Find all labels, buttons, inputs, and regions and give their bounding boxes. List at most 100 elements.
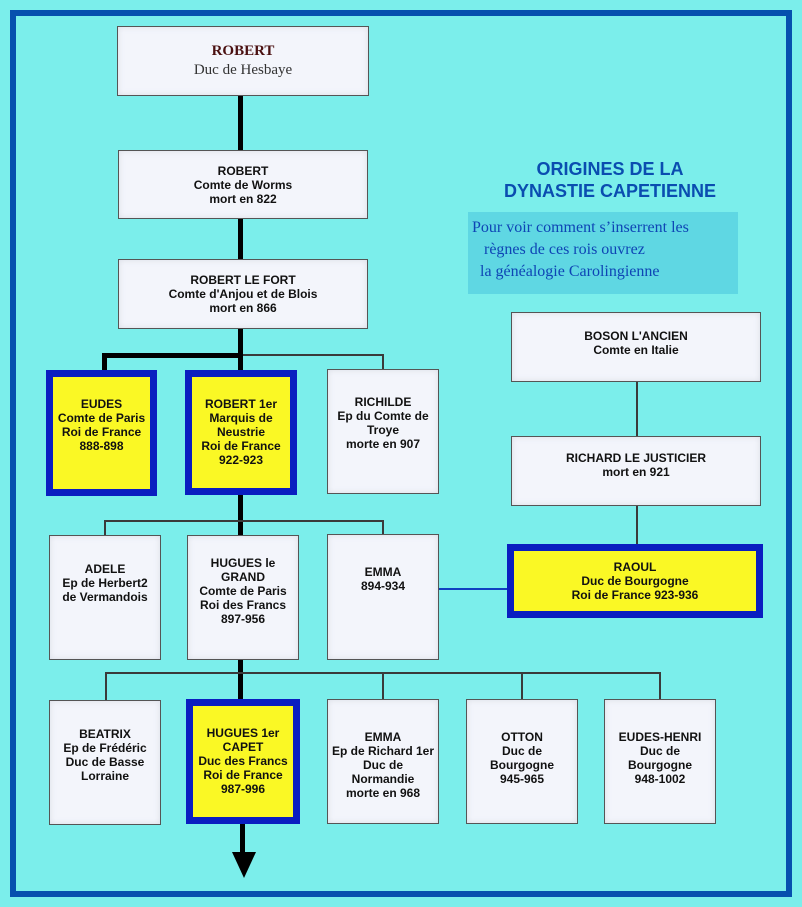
person-name: ROBERT — [217, 163, 269, 178]
person-detail: Lorraine — [80, 769, 129, 783]
person-detail: Bourgogne — [490, 758, 554, 772]
connector-line — [382, 354, 384, 371]
person-detail: 922-923 — [218, 453, 264, 467]
person-eudes: EUDES Comte de Paris Roi de France 888-8… — [46, 370, 157, 496]
person-name: ROBERT LE FORT — [190, 273, 296, 287]
person-robert-1er: ROBERT 1er Marquis de Neustrie Roi de Fr… — [185, 370, 297, 495]
connector-line — [636, 381, 638, 437]
person-detail: Comte de Paris — [199, 584, 287, 598]
person-name: BEATRIX — [79, 727, 131, 741]
trunk-branch-line — [102, 353, 107, 372]
person-robert-worms: ROBERT Comte de Worms mort en 822 — [118, 150, 368, 219]
carolingian-genealogy-link[interactable]: Pour voir comment s’inserrent les règnes… — [468, 212, 738, 294]
person-name: RICHARD LE JUSTICIER — [565, 451, 706, 465]
title-line-2: DYNASTIE CAPETIENNE — [503, 181, 717, 201]
person-detail: Roi de France — [61, 425, 142, 439]
person-detail: Neustrie — [216, 425, 266, 439]
person-emma-normandie: EMMA Ep de Richard 1er Duc de Normandie … — [327, 699, 439, 824]
person-otton: OTTON Duc de Bourgogne 945-965 — [466, 699, 578, 824]
person-detail: Comte de Paris — [57, 411, 146, 425]
person-eudes-henri: EUDES-HENRI Duc de Bourgogne 948-1002 — [604, 699, 716, 824]
person-detail: mort en 866 — [209, 301, 277, 315]
person-detail: Duc de Hesbaye — [193, 62, 293, 78]
person-detail: Comte de Worms — [193, 177, 293, 192]
connector-line — [243, 354, 383, 356]
person-detail: Duc de — [501, 744, 542, 758]
trunk-line — [238, 218, 243, 260]
person-name: EMMA — [364, 565, 402, 579]
person-detail: 987-996 — [220, 782, 266, 796]
person-detail: Roi de France 923-936 — [571, 588, 699, 602]
person-name: HUGUES 1er — [206, 726, 280, 740]
person-detail: morte en 907 — [345, 437, 421, 451]
person-detail: CAPET — [222, 740, 264, 754]
person-detail: Ep du Comte de — [337, 409, 429, 423]
person-detail: Troye — [366, 423, 399, 437]
person-detail: Marquis de — [209, 411, 273, 425]
person-detail: Comte en Italie — [593, 343, 679, 357]
note-line-2: règnes de ces rois ouvrez — [472, 241, 645, 258]
person-name: ADELE — [84, 562, 126, 576]
person-detail: mort en 822 — [209, 191, 277, 206]
connector-line — [105, 672, 107, 700]
person-detail: GRAND — [221, 570, 265, 584]
person-raoul: RAOUL Duc de Bourgogne Roi de France 923… — [507, 544, 763, 618]
marriage-line — [438, 588, 508, 590]
note-line-1: Pour voir comment s’inserrent les — [472, 219, 689, 236]
connector-line — [659, 672, 661, 700]
person-boson-l-ancien: BOSON L'ANCIEN Comte en Italie — [511, 312, 761, 382]
person-detail: Ep de Herbert2 — [62, 576, 148, 590]
trunk-line — [238, 94, 243, 150]
person-detail: Ep de Richard 1er — [331, 744, 435, 758]
connector-line — [382, 520, 384, 536]
person-name: RAOUL — [613, 560, 657, 574]
person-detail: mort en 921 — [602, 465, 670, 479]
person-detail: 888-898 — [79, 439, 124, 453]
person-robert-hesbaye: ROBERT Duc de Hesbaye — [117, 26, 369, 96]
person-detail: Duc de Bourgogne — [581, 574, 689, 588]
trunk-branch-line — [102, 353, 243, 358]
person-detail: Duc des Francs — [198, 754, 288, 768]
person-name: EUDES-HENRI — [618, 730, 702, 744]
diagram-title: ORIGINES DE LA DYNASTIE CAPETIENNE — [480, 158, 740, 202]
person-name: EUDES — [80, 397, 123, 411]
person-name: OTTON — [501, 730, 543, 744]
trunk-line — [238, 659, 243, 701]
person-detail: Ep de Frédéric — [63, 741, 147, 755]
person-name: ROBERT 1er — [204, 397, 278, 411]
person-detail: Normandie — [351, 772, 415, 786]
person-name: EMMA — [364, 730, 402, 744]
person-detail: 897-956 — [220, 612, 266, 626]
arrow-down-icon — [232, 852, 256, 878]
person-detail: Roi des Francs — [199, 598, 287, 612]
connector-line — [382, 672, 384, 700]
trunk-line — [238, 328, 243, 372]
person-name: HUGUES le — [210, 556, 276, 570]
person-detail: morte en 968 — [345, 786, 421, 800]
connector-line — [104, 520, 106, 536]
person-name: ROBERT — [211, 43, 275, 59]
person-beatrix: BEATRIX Ep de Frédéric Duc de Basse Lorr… — [49, 700, 161, 825]
person-detail: 945-965 — [499, 772, 545, 786]
person-detail: 948-1002 — [634, 772, 686, 786]
note-line-3: la généalogie Carolingienne — [472, 263, 660, 280]
person-detail: Comte d'Anjou et de Blois — [168, 287, 318, 301]
person-detail: Duc de — [362, 758, 403, 772]
person-detail: de Vermandois — [62, 590, 148, 604]
person-adele: ADELE Ep de Herbert2 de Vermandois — [49, 535, 161, 660]
person-detail: Bourgogne — [628, 758, 692, 772]
connector-line — [104, 520, 384, 522]
person-richard-le-justicier: RICHARD LE JUSTICIER mort en 921 — [511, 436, 761, 506]
connector-line — [636, 505, 638, 547]
person-hugues-capet: HUGUES 1er CAPET Duc des Francs Roi de F… — [186, 699, 300, 824]
person-detail: 894-934 — [360, 579, 406, 593]
connector-line — [521, 672, 523, 700]
person-richilde: RICHILDE Ep du Comte de Troye morte en 9… — [327, 369, 439, 494]
page-frame — [10, 10, 792, 897]
title-line-1: ORIGINES DE LA — [536, 159, 684, 179]
person-detail: Duc de — [639, 744, 680, 758]
arrow-shaft — [240, 820, 245, 854]
person-detail: Duc de Basse — [65, 755, 145, 769]
person-detail: Roi de France — [201, 439, 281, 453]
person-robert-le-fort: ROBERT LE FORT Comte d'Anjou et de Blois… — [118, 259, 368, 329]
